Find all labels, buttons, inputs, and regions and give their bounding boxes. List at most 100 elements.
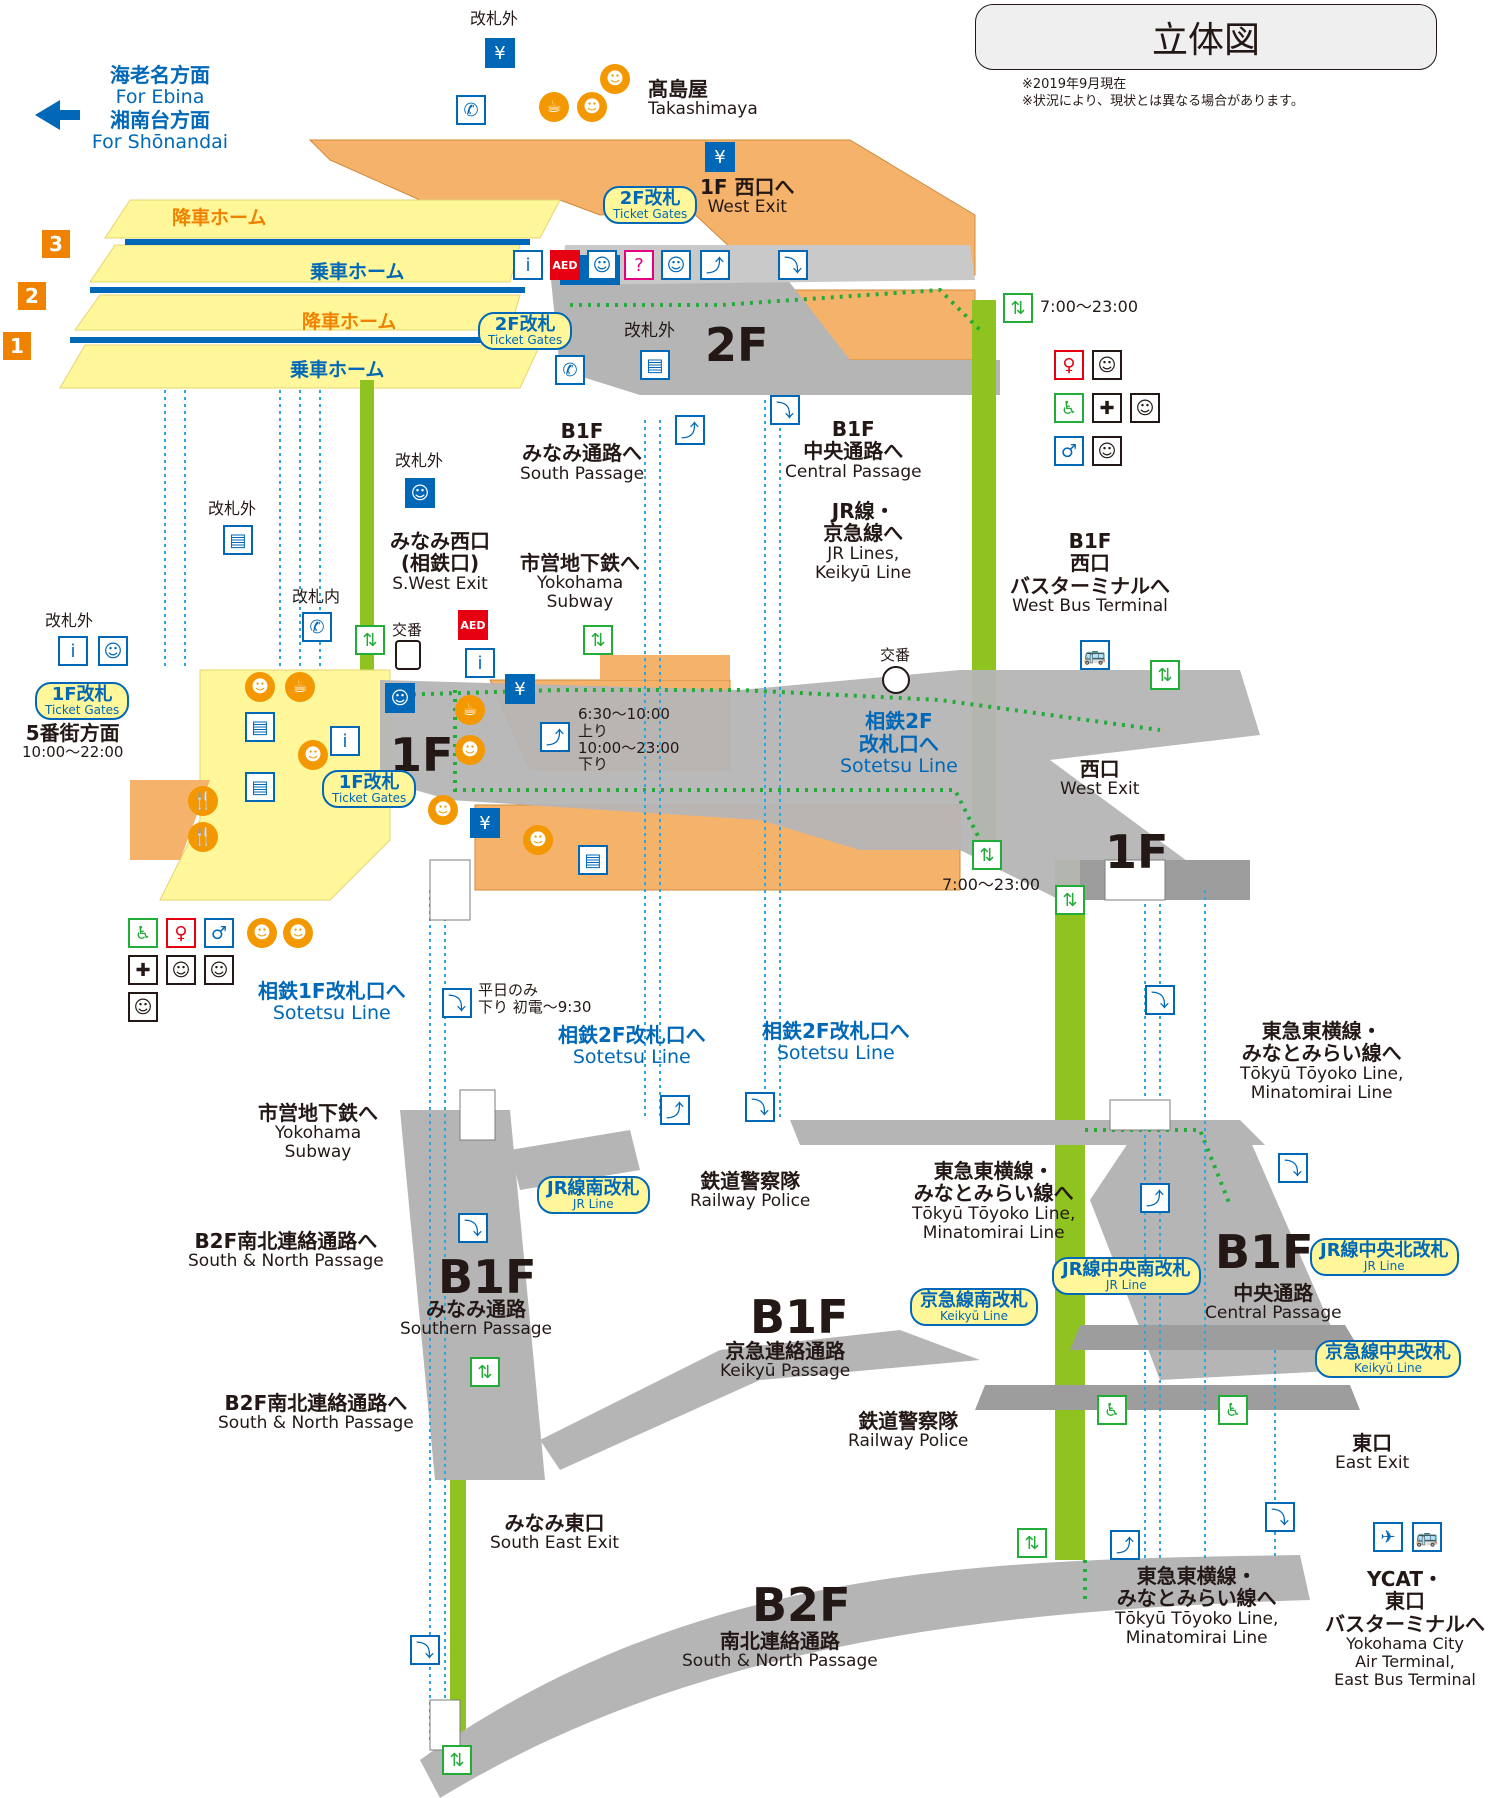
escalator-icon: ⤴ — [1110, 1530, 1140, 1560]
mens-toilet-icon: ♂ — [1054, 436, 1084, 466]
area-b1f-keikyu — [540, 1330, 980, 1470]
wheelchair-escalator-icon: ♿ — [1097, 1395, 1127, 1425]
platform-3b — [89, 244, 521, 283]
shop-icon: ☻ — [247, 918, 277, 948]
escalator-icon: ⤵ — [770, 395, 800, 425]
escalator-icon: ⤴ — [675, 415, 705, 445]
station-office-icon: ☺ — [405, 478, 435, 508]
womens-toilet-icon: ♀ — [1054, 350, 1084, 380]
phone-icon: ✆ — [555, 355, 585, 385]
staff-icon: ☺ — [98, 636, 128, 666]
shop-icon: ☕ — [285, 672, 315, 702]
label-kaisatsugai-left: 改札外 — [208, 499, 257, 518]
shop-icon: ☻ — [283, 918, 313, 948]
platform-label-jousha-1: 乗車ホーム — [310, 261, 405, 283]
elevator-icon: ⇅ — [355, 625, 385, 655]
platform-label-jousha-2: 乗車ホーム — [290, 359, 385, 381]
label-hours-1f: 7:00～23:00 — [942, 875, 1041, 894]
escalator-icon: ⤵ — [1265, 1502, 1295, 1532]
platform-2 — [74, 294, 521, 331]
wheelchair-escalator-icon: ♿ — [1218, 1395, 1248, 1425]
phone-icon: ✆ — [302, 612, 332, 642]
escalator-icon: ⤵ — [410, 1635, 440, 1665]
area-2f-concourse-top — [560, 245, 975, 285]
track-number-2: 2 — [18, 282, 46, 310]
label-weekday: 平日のみ下り 初電～9:30 — [478, 981, 592, 1016]
elevator-icon: ⇅ — [1150, 660, 1180, 690]
shop-icon: ☻ — [577, 92, 607, 122]
diaper-icon: ☺ — [1130, 393, 1160, 423]
elevator-icon: ⇅ — [1003, 293, 1033, 323]
elevator-icon: ⇅ — [1017, 1528, 1047, 1558]
label-kaisatsugai-top: 改札外 — [470, 9, 519, 28]
floor-b2f: B2F — [752, 1578, 851, 1632]
escalator-icon: ⤵ — [458, 1213, 488, 1243]
ticket-machine-icon: ¥ — [485, 38, 515, 68]
station-office-icon: ☺ — [661, 250, 691, 280]
police-box-icon — [882, 666, 910, 694]
wheelchair-icon: ♿ — [1054, 393, 1084, 423]
track-number-1: 1 — [3, 332, 31, 360]
staff-icon: ☺ — [587, 250, 617, 280]
mens-toilet-icon: ♂ — [204, 918, 234, 948]
ticket-office-icon: ▤ — [578, 845, 608, 875]
floor-2f: 2F — [705, 318, 769, 372]
elevator-icon: ⇅ — [470, 1357, 500, 1387]
label-kaisatsugai-2f: 改札外 — [624, 321, 675, 341]
escalator-icon: ⤴ — [1140, 1183, 1170, 1213]
floor-b1f-south: B1F — [438, 1250, 537, 1304]
platform-label-kousha-2: 降車ホーム — [302, 311, 397, 333]
ticket-machine-icon: ¥ — [470, 808, 500, 838]
escalator-icon: ⤴ — [660, 1095, 690, 1125]
info-icon: i — [58, 636, 88, 666]
diaper-icon: ☺ — [128, 992, 158, 1022]
ostomate-icon: ✚ — [128, 955, 158, 985]
ticket-office-icon: ▤ — [245, 712, 275, 742]
station-office-icon: ☺ — [385, 683, 415, 713]
floor-b1f-central: B1F — [1215, 1225, 1314, 1279]
baby-icon: ☺ — [204, 955, 234, 985]
floor-b1f-keikyu: B1F — [750, 1290, 849, 1344]
aed-icon: AED — [458, 610, 488, 640]
escalator-icon: ⤵ — [442, 988, 472, 1018]
map-title: 立体図 — [975, 4, 1437, 70]
floor-1f-east: 1F — [1105, 825, 1169, 879]
stairs — [429, 859, 1171, 1751]
note-date: ※2019年9月現在 — [1022, 77, 1127, 92]
area-b1f-central-row1 — [1070, 1325, 1360, 1350]
shop-icon: ☻ — [428, 795, 458, 825]
baby-icon: ☺ — [166, 955, 196, 985]
escalator-icon: ⤴ — [700, 250, 730, 280]
ticket-office-icon: ▤ — [640, 350, 670, 380]
area-b1f-central-row2 — [975, 1385, 1360, 1410]
aed-icon: AED — [550, 250, 580, 280]
ticket-office-icon: ▤ — [223, 525, 253, 555]
area-b1f-south-branch — [510, 1130, 640, 1190]
escalator-icon: ⤵ — [778, 250, 808, 280]
platform-3 — [104, 199, 561, 239]
label-hours-2f: 7:00～23:00 — [1040, 297, 1139, 316]
